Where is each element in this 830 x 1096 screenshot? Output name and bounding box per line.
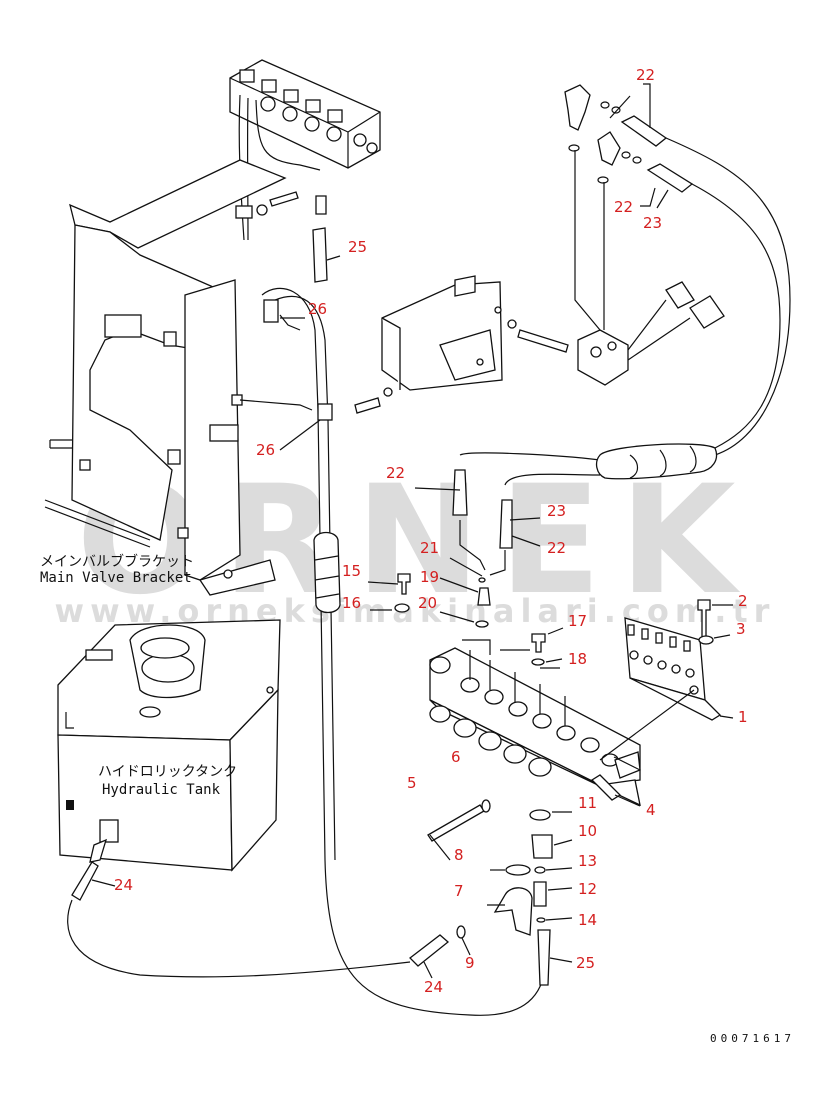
callout-16: 16	[342, 594, 361, 612]
hose-25	[239, 227, 546, 1016]
callout-20: 20	[418, 594, 437, 612]
hose-22-lower	[452, 443, 718, 576]
callout-11: 11	[578, 794, 597, 812]
callout-4: 4	[646, 801, 656, 819]
callout-22: 22	[614, 198, 633, 216]
callout-15: 15	[342, 562, 361, 580]
callout-12: 12	[578, 880, 597, 898]
callout-10: 10	[578, 822, 597, 840]
callout-14: 14	[578, 911, 597, 929]
valve-bracket-1	[599, 599, 722, 761]
leader-lines	[91, 83, 734, 979]
callout-6: 6	[451, 748, 461, 766]
callout-7: 7	[454, 882, 464, 900]
callout-24: 24	[424, 978, 443, 996]
callout-25: 25	[576, 954, 595, 972]
callout-21: 21	[420, 539, 439, 557]
callout-25: 25	[348, 238, 367, 256]
callout-24: 24	[114, 876, 133, 894]
captions: メインバルブブラケット Main Valve Bracket ハイドロリックタン…	[40, 553, 237, 798]
callout-3: 3	[736, 620, 746, 638]
callout-22: 22	[386, 464, 405, 482]
drawing-number: 00071617	[710, 1032, 795, 1045]
callout-26: 26	[256, 441, 275, 459]
callout-5: 5	[407, 774, 417, 792]
bracket-caption-jp: メインバルブブラケット	[40, 553, 194, 570]
callouts: 22 22 23 25 26 26 22 23 22 21 15 19 16 2…	[114, 66, 748, 996]
callout-2: 2	[738, 592, 748, 610]
callout-8: 8	[454, 846, 464, 864]
tank-caption-en: Hydraulic Tank	[102, 782, 221, 798]
hydraulic-tank	[57, 619, 281, 872]
small-parts	[67, 573, 553, 986]
callout-1: 1	[738, 708, 748, 726]
tank-caption-jp: ハイドロリックタンク	[98, 764, 237, 780]
callout-22: 22	[636, 66, 655, 84]
callout-17: 17	[568, 612, 587, 630]
callout-18: 18	[568, 650, 587, 668]
pilot-hose-top	[564, 84, 791, 456]
bracket-caption-en: Main Valve Bracket	[40, 570, 192, 586]
solenoid-valve-assembly	[229, 59, 381, 241]
callout-23: 23	[547, 502, 566, 520]
callout-23: 23	[643, 214, 662, 232]
callout-9: 9	[465, 954, 475, 972]
callout-13: 13	[578, 852, 597, 870]
callout-19: 19	[420, 568, 439, 586]
main-valve-bracket	[44, 159, 287, 596]
callout-26: 26	[308, 300, 327, 318]
plate-bracket	[354, 275, 569, 414]
control-valve-assembly	[429, 639, 641, 807]
callout-22: 22	[547, 539, 566, 557]
